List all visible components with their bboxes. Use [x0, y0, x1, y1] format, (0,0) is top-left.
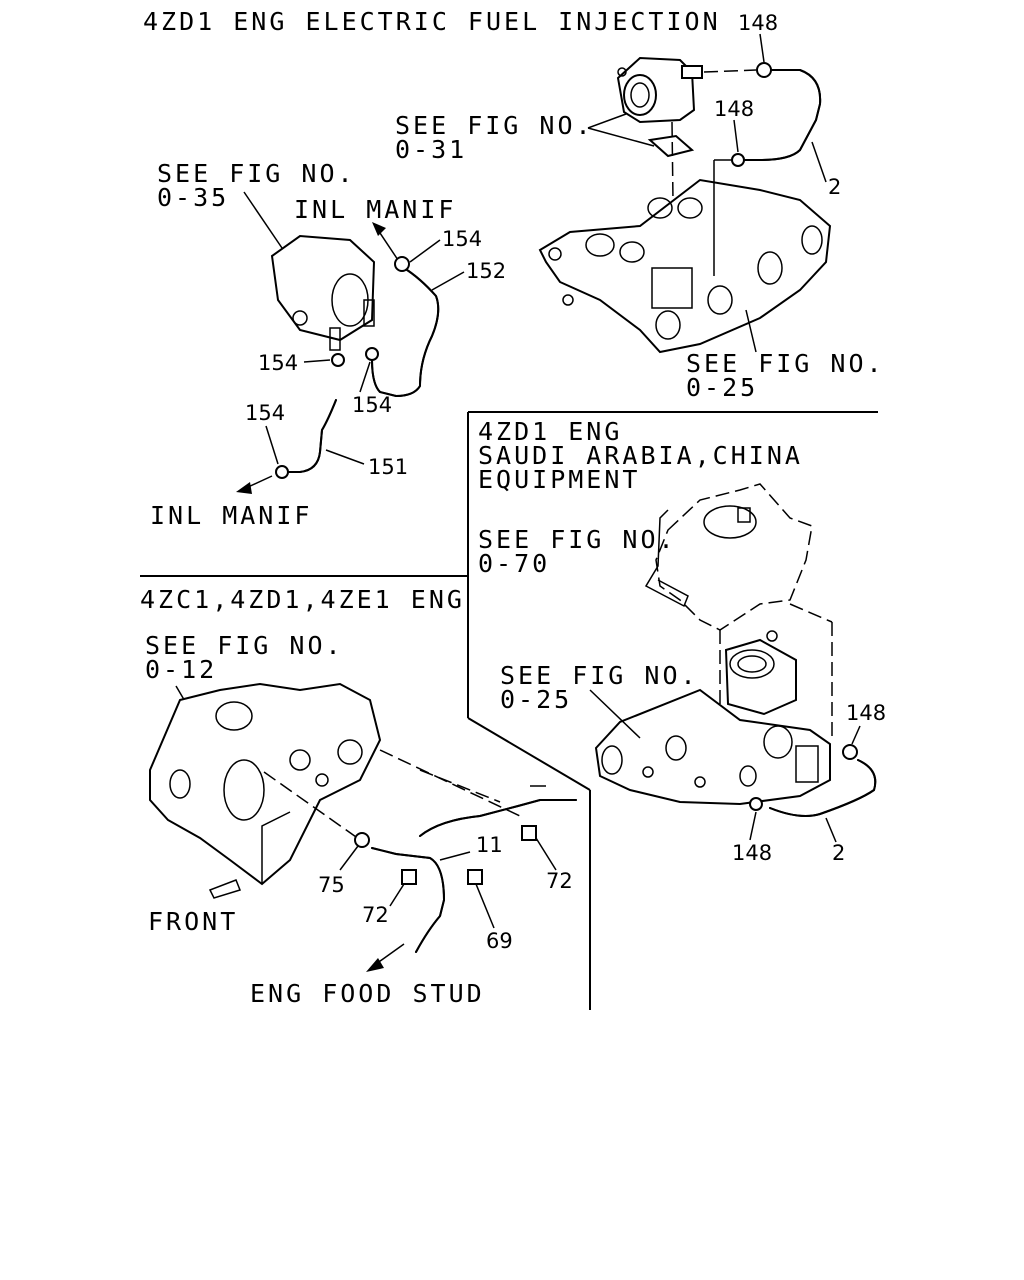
- clamp-154-a: [394, 256, 410, 272]
- diagram-title: 4ZD1 ENG ELECTRIC FUEL INJECTION: [143, 7, 721, 36]
- callout-154-c: 154: [352, 393, 392, 417]
- callout-154-d: 154: [245, 401, 285, 425]
- air-cleaner-outline: [655, 483, 813, 631]
- clamp-148-b: [731, 153, 745, 167]
- arrow-inl-manif-lower: [236, 482, 252, 494]
- callout-152: 152: [466, 259, 506, 283]
- engine-block: [149, 682, 382, 886]
- front-arrow: [208, 879, 241, 899]
- see-fig-035-line2: 0-35: [157, 183, 229, 212]
- see-fig-070-line2: 0-70: [478, 549, 550, 578]
- callout-72-right: 72: [546, 869, 573, 893]
- pipe-11-lower: [371, 847, 446, 953]
- hose-151: [287, 399, 337, 473]
- callout-148-a: 148: [738, 11, 778, 35]
- callout-69: 69: [486, 929, 513, 953]
- see-fig-035-line1: SEE FIG NO.: [157, 159, 356, 188]
- eng-food-stud-label: ENG FOOD STUD: [250, 979, 485, 1008]
- callout-72-left: 72: [362, 903, 389, 927]
- saudi-heading-line1: 4ZD1 ENG: [478, 417, 622, 446]
- see-fig-025-line2-top: 0-25: [686, 373, 758, 402]
- see-fig-070-line1: SEE FIG NO.: [478, 525, 677, 554]
- see-fig-012-line2: 0-12: [145, 655, 217, 684]
- clamp-148-saudi-b: [749, 797, 763, 811]
- washer-75: [354, 832, 370, 848]
- callout-2-saudi: 2: [832, 841, 845, 865]
- callout-11: 11: [476, 833, 503, 857]
- arrow-eng-food-stud: [366, 958, 384, 972]
- arrow-inl-manif-upper: [372, 222, 386, 236]
- clamp-148-saudi-a: [842, 744, 858, 760]
- callout-154-b: 154: [258, 351, 298, 375]
- callout-148-b: 148: [714, 97, 754, 121]
- callout-151: 151: [368, 455, 408, 479]
- intake-manifold-saudi: [594, 688, 831, 806]
- bolt-72-a: [401, 869, 417, 885]
- inl-manif-upper: INL MANIF: [294, 195, 456, 224]
- clamp-154-b: [331, 353, 345, 367]
- see-fig-012-line1: SEE FIG NO.: [145, 631, 344, 660]
- intake-manifold-upper: [538, 178, 832, 354]
- callout-154-a: 154: [442, 227, 482, 251]
- hose-2-upper: [743, 69, 822, 161]
- inl-manif-lower: INL MANIF: [150, 501, 312, 530]
- gasket-070: [644, 509, 689, 608]
- saudi-heading-line2: SAUDI ARABIA,CHINA: [478, 441, 803, 470]
- bolt-72-b: [521, 825, 537, 841]
- callout-75: 75: [318, 873, 345, 897]
- throttle-body-upper: [616, 56, 703, 124]
- saudi-heading-line3: EQUIPMENT: [478, 465, 640, 494]
- see-fig-025-line1-top: SEE FIG NO.: [686, 349, 885, 378]
- see-fig-025-line1-saudi: SEE FIG NO.: [500, 661, 699, 690]
- clamp-154-c: [365, 347, 379, 361]
- gasket-upper: [647, 134, 695, 158]
- clamp-148-a: [756, 62, 772, 78]
- lower-heading: 4ZC1,4ZD1,4ZE1 ENG: [140, 585, 465, 614]
- throttle-body-saudi: [724, 630, 797, 716]
- clamp-154-d: [275, 465, 289, 479]
- front-label: FRONT: [148, 907, 238, 936]
- see-fig-031-line1: SEE FIG NO.: [395, 111, 594, 140]
- callout-148-saudi-b: 148: [732, 841, 772, 865]
- callout-2-upper: 2: [828, 175, 841, 199]
- callout-148-saudi-a: 148: [846, 701, 886, 725]
- divider-diagonal: [467, 717, 591, 791]
- nut-69: [467, 869, 483, 885]
- pump-assembly: [270, 234, 376, 351]
- see-fig-025-line2-saudi: 0-25: [500, 685, 572, 714]
- see-fig-031-line2: 0-31: [395, 135, 467, 164]
